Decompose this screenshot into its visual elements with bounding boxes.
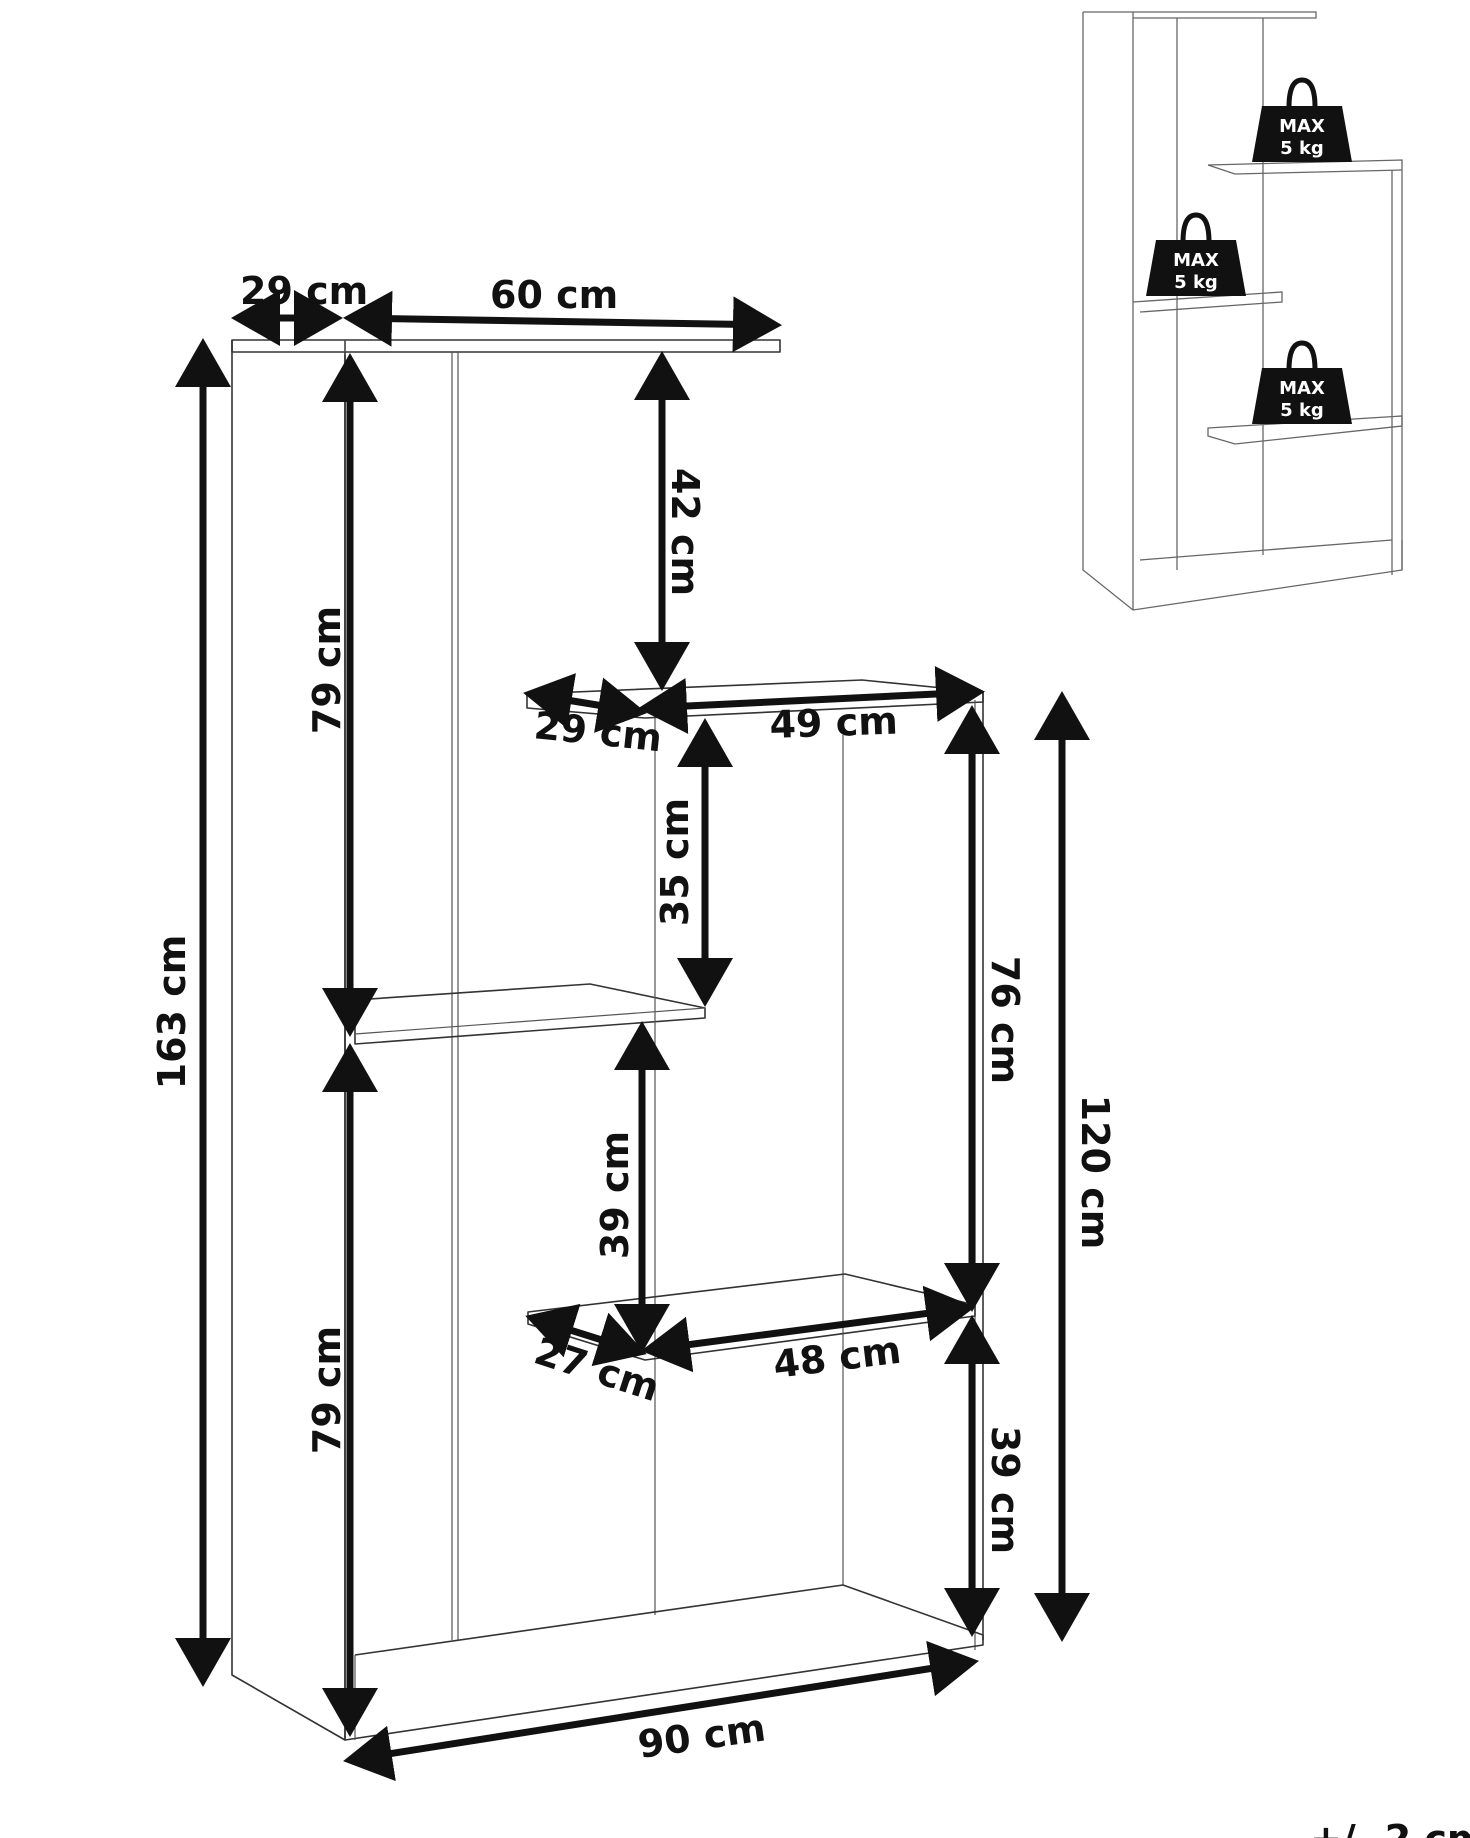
label-low-shelf-width: 48 cm [771,1328,904,1387]
label-mid-shelf-depth: 29 cm [532,703,664,760]
svg-text:5 kg: 5 kg [1280,400,1324,421]
label-lower-gap: 39 cm [593,1131,637,1259]
label-top-depth: 29 cm [240,269,368,313]
label-top-width: 60 cm [490,273,618,317]
svg-text:5 kg: 5 kg [1174,272,1218,293]
dim-top-width-arrow [343,290,782,353]
label-lower-left-height: 79 cm [305,1326,349,1454]
label-total-height: 163 cm [150,935,194,1090]
tolerance-note: +/- 2 cm [1310,1817,1470,1838]
weight-icon-top: MAX 5 kg [1252,77,1352,162]
svg-text:MAX: MAX [1279,378,1325,399]
label-middle-gap: 35 cm [653,798,697,926]
label-top-gap: 42 cm [663,468,707,596]
label-right-total-height: 120 cm [1073,1095,1117,1250]
svg-text:MAX: MAX [1279,116,1325,137]
dimension-lines [175,290,1090,1782]
dim-mid-shelf-width-arrow [638,666,985,734]
dim-low-shelf-width-arrow [641,1285,975,1373]
svg-text:MAX: MAX [1173,250,1219,271]
load-capacity-mini-diagram: MAX 5 kg MAX 5 kg MAX 5 kg [1082,11,1403,611]
weight-icon-bottom: MAX 5 kg [1252,340,1352,424]
label-mid-shelf-width: 49 cm [769,699,899,747]
label-right-lower-height: 39 cm [983,1426,1027,1554]
dim-mid-shelf-depth-arrow [523,673,647,733]
dim-low-shelf-depth-arrow [525,1303,647,1367]
weight-icon-middle: MAX 5 kg [1146,212,1246,296]
dim-base-width-arrow [343,1640,979,1782]
shelf-outline [231,339,984,1741]
svg-text:5 kg: 5 kg [1280,138,1324,159]
label-right-upper-height: 76 cm [983,956,1027,1084]
label-upper-left-height: 79 cm [305,606,349,734]
